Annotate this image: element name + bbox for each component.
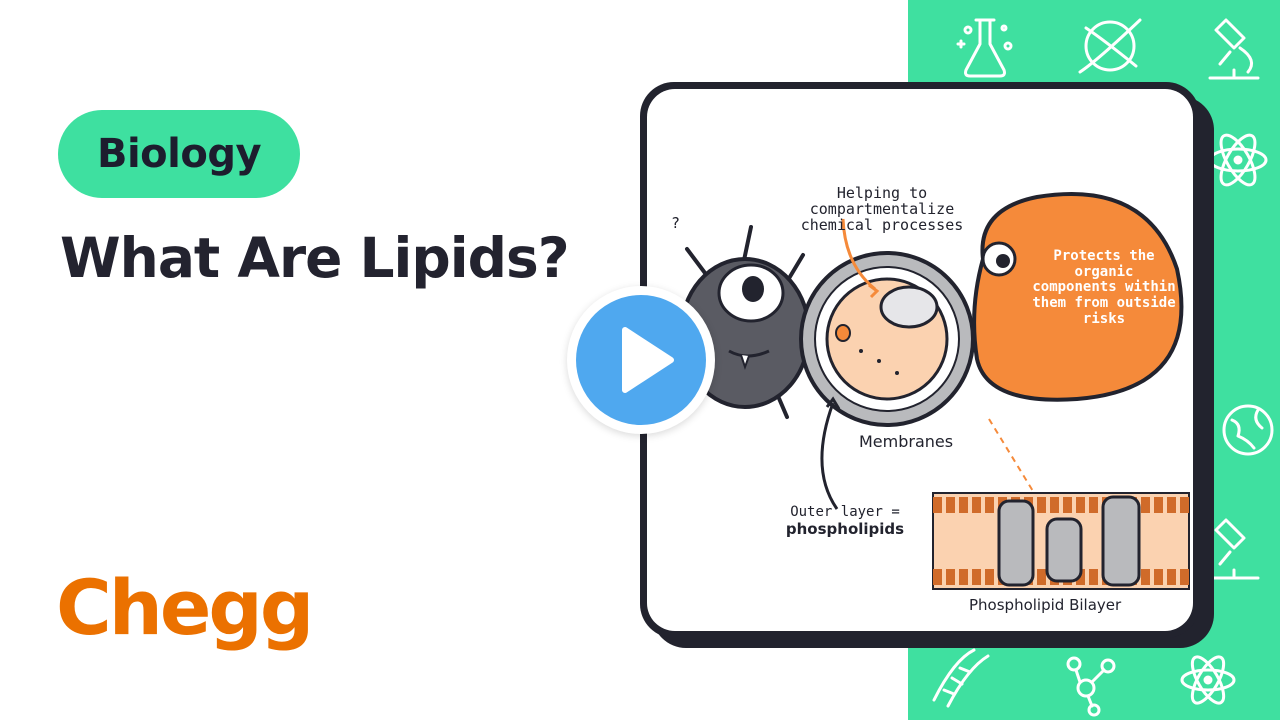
illustration-card: ? Helping to compartmentalize chemical p… (640, 82, 1200, 638)
globe-icon (1222, 404, 1274, 456)
lipid-illustration (647, 192, 1190, 590)
subject-badge-label: Biology (96, 131, 262, 177)
question-mark: ? (671, 214, 681, 232)
illustration-canvas: ? Helping to compartmentalize chemical p… (647, 89, 1193, 631)
chegg-logo: Chegg (56, 563, 314, 652)
molecule-icon (1066, 656, 1116, 717)
dna-icon (932, 648, 990, 708)
microscope-icon (1208, 518, 1260, 580)
cell-membrane (799, 251, 975, 427)
microscope-icon (1208, 18, 1260, 80)
planet-icon (1078, 18, 1142, 74)
label-protects: Protects the organic components within t… (1032, 248, 1176, 327)
label-helping: Helping to compartmentalize chemical pro… (800, 184, 964, 235)
label-membranes: Membranes (859, 432, 954, 451)
label-phospholipid-bilayer: Phospholipid Bilayer (969, 596, 1122, 614)
phospholipid-bilayer (932, 492, 1190, 590)
play-button[interactable] (567, 286, 715, 434)
video-title: What Are Lipids? (60, 226, 570, 290)
label-outer-layer: Outer layer = (790, 504, 900, 520)
subject-badge: Biology (58, 110, 300, 198)
label-phospholipids: phospholipids (785, 520, 905, 538)
orange-cell-character (972, 192, 1184, 402)
play-icon[interactable] (567, 286, 715, 434)
atom-icon (1208, 133, 1268, 187)
flask-icon (956, 18, 1013, 78)
atom-icon (1180, 655, 1236, 705)
